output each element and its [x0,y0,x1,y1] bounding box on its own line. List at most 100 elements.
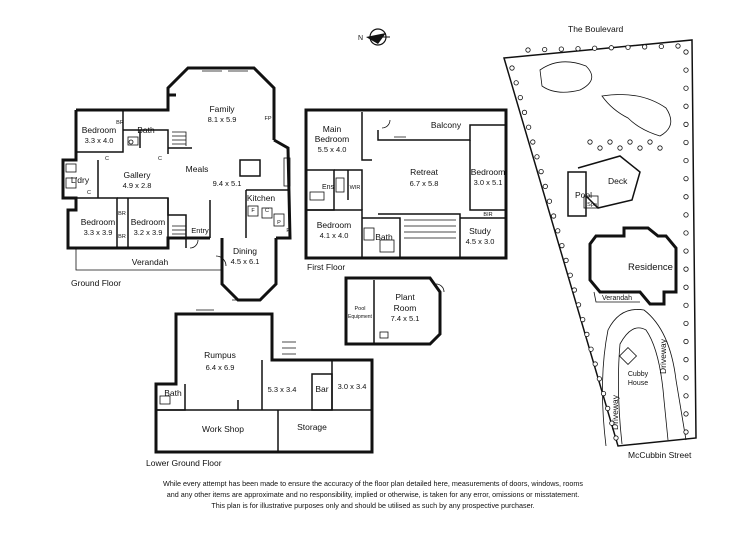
tree-icon [600,390,607,397]
bath-basin-icon [127,136,139,146]
room-bedroom-lower-dims: 4.1 x 4.0 [320,231,349,240]
tree-icon [675,43,681,49]
tree-icon [525,47,531,53]
first-floor-title: First Floor [307,262,345,272]
tree-icon [584,331,590,337]
pantry-label: P [277,220,281,226]
ground-br-label-1: BR [116,120,124,126]
ground-verandah-label: Verandah [132,257,169,267]
room-bath-ground-name: Bath [137,125,155,135]
site-residence-label: Residence [628,262,673,273]
disclaimer-line-1: While every attempt has been made to ens… [163,479,583,488]
tree-icon [617,145,623,151]
site-street-bottom-label: McCubbin Street [628,450,692,460]
kitchen-island [239,159,261,177]
tree-icon [683,338,689,345]
site-pool-label: Pool [575,190,592,200]
pool-equipment-label: Equipment [348,314,373,320]
north-compass-icon: N [358,28,390,46]
tree-icon [550,213,557,219]
ground-f-label: F [251,208,255,214]
tree-icon [563,257,569,263]
tree-icon [607,139,613,145]
plant-room-dims: 7.4 x 5.1 [391,314,420,323]
tree-icon [559,243,565,249]
room-bedroom-right-dims: 3.0 x 5.1 [474,178,503,187]
tree-icon [647,139,653,145]
site-spa-label: Spa [587,202,598,208]
site-street-top-label: The Boulevard [568,24,624,34]
ground-br-label-3: BR [118,234,126,240]
tree-icon [555,228,561,234]
room-bedroom-2-name: Bedroom [81,217,116,227]
room-bedroom-1-dims: 3.3 x 4.0 [85,136,114,145]
site-boundary [503,39,697,447]
spa-shape [583,195,599,209]
room-laundry-name: L'dry [71,175,90,185]
tree-icon [683,157,689,164]
room-meals-dims: 9.4 x 5.1 [213,179,242,188]
tree-icon [575,46,581,52]
site-driveway-right-label: Driveway [658,338,668,374]
site-driveway-left-label: Driveway [610,394,620,430]
tree-icon [683,194,689,200]
room-lower-right-dims: 3.0 x 3.4 [338,382,367,391]
tree-icon [538,169,544,175]
ensuite-bath-icon [309,191,325,201]
tree-icon [605,405,611,411]
room-lower-bath-name: Bath [164,388,182,398]
room-study-dims: 4.5 x 3.0 [466,237,495,246]
tree-icon [683,302,689,308]
tree-icon [683,49,689,55]
room-rumpus-dims: 6.4 x 6.9 [206,363,235,372]
room-retreat-dims: 6.7 x 5.8 [410,179,439,188]
ground-c-label-2: C [105,156,109,162]
site-plan: Pool Spa Deck Residence Verandah Drivewa… [503,24,697,460]
tree-icon [534,154,540,160]
room-rumpus-name: Rumpus [204,350,236,360]
tree-icon [571,287,578,293]
tree-icon [587,139,593,145]
first-bir-label: BIR [483,212,492,218]
tree-icon [683,248,689,254]
room-bedroom-1-name: Bedroom [82,125,117,135]
tree-icon [657,145,663,151]
tree-icon [558,46,564,52]
room-ensuite-name: Ens [322,184,335,191]
tree-icon [683,357,689,363]
tree-icon [597,145,603,151]
room-study-name: Study [469,226,491,236]
site-cubby-label: House [628,380,648,387]
first-bath-fixture-icon [363,227,375,241]
tree-icon [683,67,689,73]
room-wir-name: WIR [350,185,361,191]
ground-floor-title: Ground Floor [71,278,121,288]
pool-shape [567,171,587,217]
room-family-dims: 8.1 x 5.9 [208,115,237,124]
ground-stairs-icon [172,131,187,239]
tree-icon [567,272,573,278]
tree-icon [509,65,515,71]
tree-icon [542,183,548,189]
lower-ground-floor-plan: Rumpus 6.4 x 6.9 Bath 5.3 x 3.4 Bar 3.0 … [146,309,374,468]
tree-icon [683,393,689,399]
ground-c-label-4: C [265,208,269,214]
plant-room-plan: Pool Equipment Plant Room 7.4 x 5.1 [344,276,445,346]
site-cubby-label-1: Cubby [628,371,649,378]
plant-room-name-1: Plant [395,292,415,302]
room-lower-mid-dims: 5.3 x 3.4 [268,385,297,394]
tree-icon [546,198,553,204]
fridge-label: F [286,228,290,234]
tree-icon [683,230,689,236]
ground-br-label-2: BR [118,211,126,217]
room-bedroom-lower-name: Bedroom [317,220,352,230]
tree-icon [530,139,536,145]
tree-icon [521,109,528,116]
tree-icon [608,45,614,51]
disclaimer: While every attempt has been made to ens… [163,479,583,510]
cubby-house-shape [618,346,638,366]
tree-icon [588,346,594,352]
room-bedroom-2-dims: 3.3 x 3.9 [84,228,113,237]
